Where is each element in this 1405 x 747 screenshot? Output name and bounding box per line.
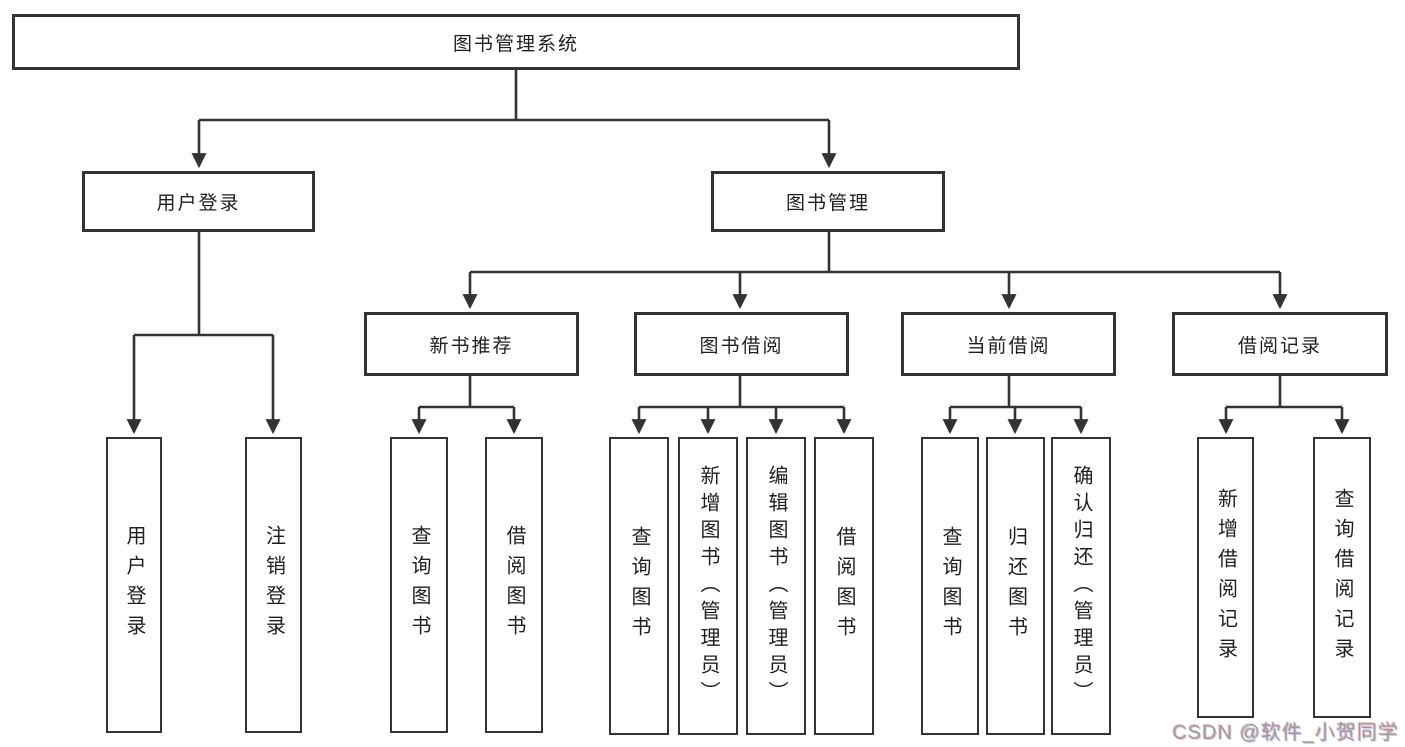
leaf-query-book-borrow: 查询图书 (609, 437, 669, 735)
leaf-label: 编辑图书（管理员） (765, 464, 787, 708)
leaf-label: 查询图书 (628, 526, 650, 646)
leaf-borrow-book-recommend: 借阅图书 (485, 437, 543, 733)
leaf-query-borrow-record: 查询借阅记录 (1313, 437, 1371, 718)
csdn-watermark: CSDN @软件_小贺同学 (1172, 722, 1399, 744)
node-current-borrow: 当前借阅 (901, 312, 1116, 376)
node-root-library-system: 图书管理系统 (12, 14, 1020, 70)
leaf-user-login: 用户登录 (106, 437, 162, 733)
leaf-return-book: 归还图书 (986, 437, 1045, 735)
leaf-label: 查询图书 (939, 526, 961, 646)
leaf-label: 注销登录 (262, 525, 285, 645)
node-book-borrow: 图书借阅 (634, 312, 849, 376)
leaf-label: 借阅图书 (503, 525, 525, 645)
leaf-query-book-recommend: 查询图书 (390, 437, 448, 733)
leaf-label: 查询借阅记录 (1331, 487, 1353, 668)
leaf-label: 查询图书 (408, 525, 430, 645)
node-book-management: 图书管理 (711, 171, 945, 232)
leaf-logout-login: 注销登录 (245, 437, 302, 733)
leaf-add-borrow-record: 新增借阅记录 (1197, 437, 1254, 718)
leaf-edit-book-admin: 编辑图书（管理员） (746, 437, 806, 735)
leaf-confirm-return-admin: 确认归还（管理员） (1051, 437, 1111, 735)
leaf-label: 新增图书（管理员） (697, 464, 719, 708)
leaf-label: 新增借阅记录 (1214, 487, 1237, 668)
node-user-login: 用户登录 (82, 171, 315, 232)
leaf-label: 确认归还（管理员） (1070, 464, 1092, 708)
node-new-book-recommend: 新书推荐 (364, 312, 579, 376)
leaf-label: 归还图书 (1004, 526, 1027, 646)
node-borrow-records: 借阅记录 (1172, 312, 1388, 376)
leaf-label: 借阅图书 (833, 526, 855, 646)
leaf-query-book-current: 查询图书 (921, 437, 979, 735)
leaf-borrow-book: 借阅图书 (814, 437, 874, 735)
leaf-label: 用户登录 (123, 525, 145, 645)
leaf-add-book-admin: 新增图书（管理员） (678, 437, 738, 735)
